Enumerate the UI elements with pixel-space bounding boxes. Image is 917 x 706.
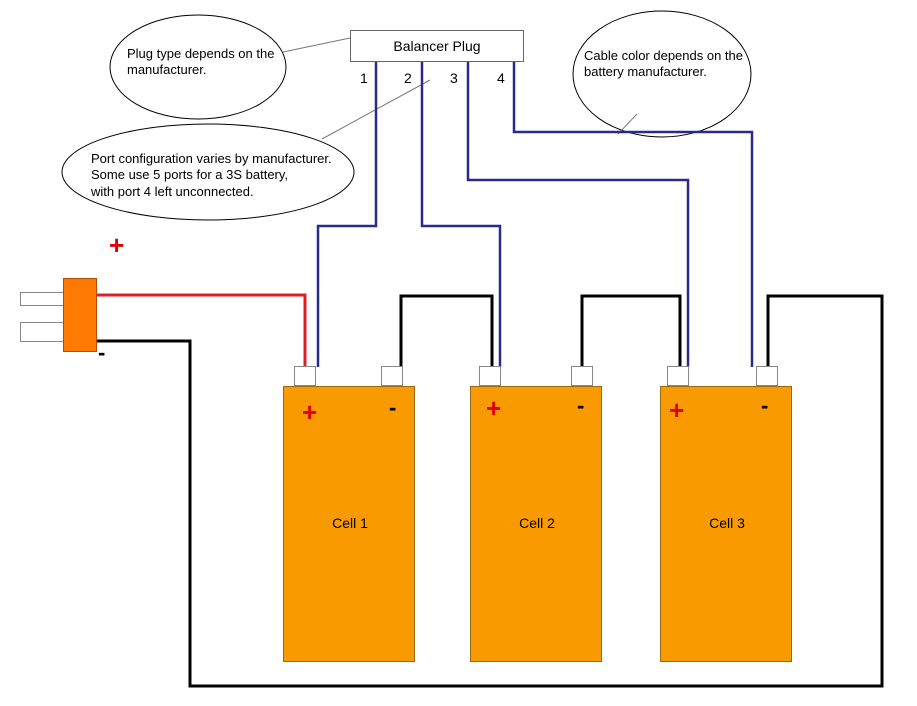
cell-1-plus-sign: + [302,397,318,427]
balance-wire-1 [316,62,378,367]
main-connector [63,278,97,352]
balance-wire-3 [466,62,690,367]
callout-bubble-plug-type [109,14,287,120]
callout-line: Port configuration varies by manufacture… [91,151,332,166]
cell-1-minus-sign: - [389,395,397,420]
main-negative-wire [97,294,884,688]
cell-2-negative-terminal [571,366,593,386]
cell-3-minus-sign: - [761,393,769,418]
cell-3: + - Cell 3 [660,386,792,662]
callout-cable-color: Cable color depends on the battery manuf… [584,48,743,81]
pointer-line-cable-color [617,113,638,135]
cell-2: + - Cell 2 [470,386,602,662]
callout-plug-type: Plug type depends on the manufacturer. [127,46,274,79]
callout-line: Some use 5 ports for a 3S battery, [91,167,289,183]
main-connector-plus-sign: + [109,230,125,260]
callout-line: manufacturer. [127,62,207,78]
cell-2-minus-sign: - [577,393,585,418]
cell-2-plus-sign: + [486,393,502,423]
cell-2-label: Cell 2 [519,515,555,531]
balancer-plug: Balancer Plug [350,30,524,62]
balancer-plug-label: Balancer Plug [393,38,481,54]
port-number-1: 1 [360,70,368,86]
series-link-cell2-cell3 [580,294,682,367]
cell-1: + - Cell 1 [283,386,415,662]
cell-2-positive-terminal [479,366,501,386]
port-number-4: 4 [497,70,505,86]
callout-line: battery manufacturer. [584,64,707,80]
connector-pin-positive [20,292,64,306]
callout-port-config: Port configuration varies by manufacture… [91,151,332,200]
cell-1-positive-terminal [294,366,316,386]
cell-1-label: Cell 1 [332,515,368,531]
callout-line: Plug type depends on the [127,46,275,61]
balance-wires [316,62,754,367]
callout-line: Cable color depends on the [584,48,744,63]
balance-wire-4 [512,62,754,367]
pointer-line-plug-type [282,37,351,53]
negative-wires [97,294,884,688]
callout-bubble-cable-color [572,10,752,138]
main-positive-wire [97,293,307,367]
callout-bubble-port-config [61,123,355,221]
series-link-cell1-cell2 [399,294,494,367]
cell-3-positive-terminal [667,366,689,386]
callout-line: with port 4 left unconnected. [91,183,254,199]
port-number-2: 2 [404,70,412,86]
cell-3-label: Cell 3 [709,515,745,531]
main-connector-minus-sign: - [98,340,106,365]
connector-pin-negative [20,322,64,342]
cell-3-plus-sign: + [669,395,685,425]
cell-1-negative-terminal [381,366,403,386]
balance-wire-2 [420,62,502,367]
port-number-3: 3 [450,70,458,86]
cell-3-negative-terminal [756,366,778,386]
